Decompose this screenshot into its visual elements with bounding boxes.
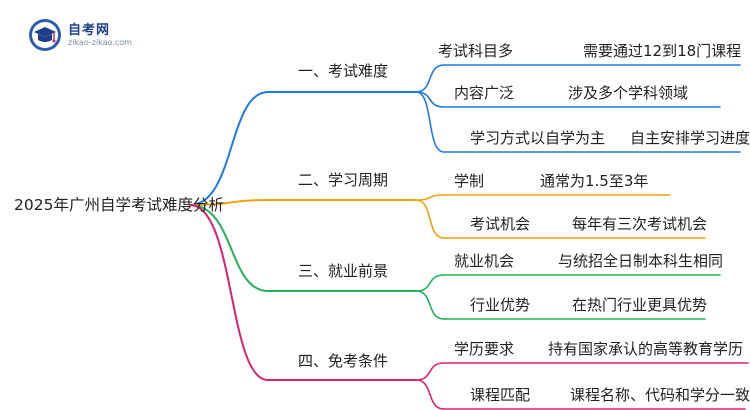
leaf-detail: 课程名称、代码和学分一致 [570,386,750,404]
logo-url: zikao-zikao.com [68,38,132,47]
branch-connector [189,204,269,381]
leaf-detail: 涉及多个学科领域 [568,84,689,102]
branch-label: 一、考试难度 [298,62,389,80]
leaf-topic: 考试科目多 [438,42,514,60]
leaf-connector [415,91,445,153]
leaf-topic: 考试机会 [470,215,531,233]
branch-connector [189,91,269,206]
leaf-detail: 与统招全日制本科生相同 [558,252,724,270]
branch-connector [189,204,269,292]
branch-connector [189,199,269,206]
leaf-connector [415,199,445,239]
leaf-topic: 学习方式以自学为主 [470,129,606,147]
leaf-topic: 就业机会 [454,252,515,270]
leaf-detail: 自主安排学习进度 [630,129,750,147]
leaf-detail: 在热门行业更具优势 [572,296,708,314]
leaf-topic: 行业优势 [470,296,531,314]
leaf-detail: 通常为1.5至3年 [540,172,649,190]
logo-title: 自考网 [68,23,111,38]
leaf-detail: 持有国家承认的高等教育学历 [548,340,744,358]
leaf-connector [415,379,445,410]
root-topic: 2025年广州自学考试难度分析 [14,196,224,214]
leaf-topic: 课程匹配 [470,386,531,404]
graduation-cap-icon [29,19,61,51]
branch-label: 二、学习周期 [298,171,389,189]
leaf-connector [415,64,445,93]
leaf-connector [415,290,445,320]
leaf-connector [415,274,445,292]
site-logo[interactable]: 自考网 zikao-zikao.com [28,18,140,52]
leaf-connector [415,362,445,381]
branch-label: 三、就业前景 [298,262,389,280]
branch-label: 四、免考条件 [298,352,389,370]
leaf-detail: 需要通过12到18门课程 [583,42,742,60]
leaf-topic: 学制 [454,172,485,190]
leaf-detail: 每年有三次考试机会 [572,215,708,233]
leaf-connector [415,194,445,201]
leaf-topic: 内容广泛 [454,84,515,102]
leaf-topic: 学历要求 [454,340,515,358]
